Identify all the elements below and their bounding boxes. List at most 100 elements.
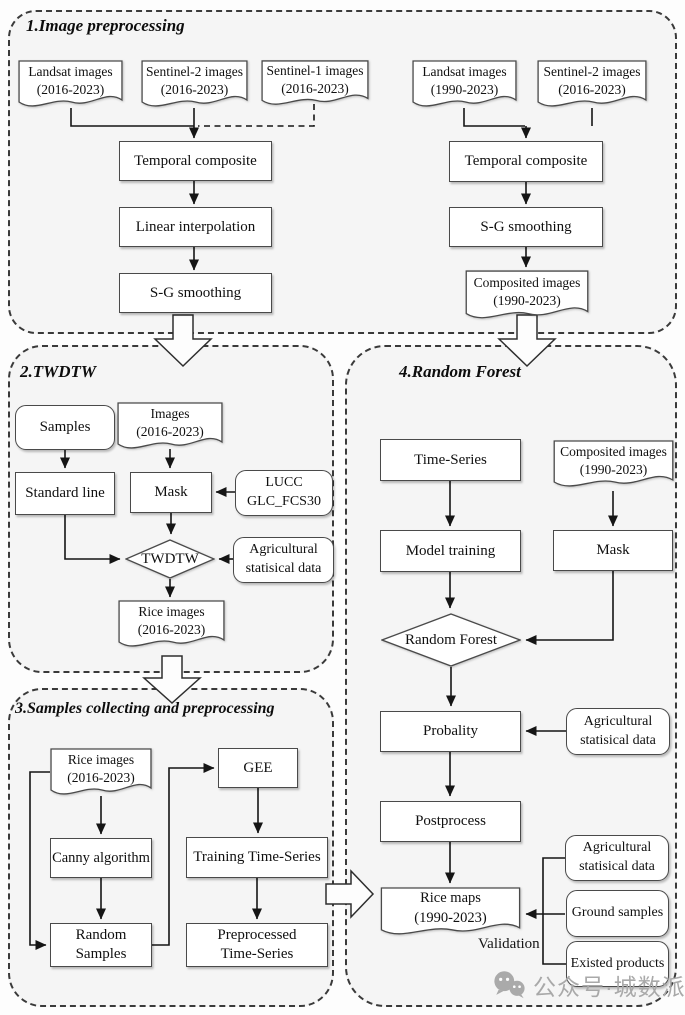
node-label: Sentinel-2 images bbox=[543, 63, 641, 79]
node-label: (2016-2023) bbox=[137, 622, 206, 637]
node-model-training: Model training bbox=[380, 530, 521, 572]
dashed-sentinel1-link bbox=[198, 104, 315, 127]
node-label: statisical data bbox=[245, 561, 322, 576]
document-shape bbox=[553, 440, 674, 492]
node-label: Random bbox=[75, 927, 127, 944]
node-label: Rice images bbox=[67, 751, 135, 767]
node-sentinel2-2016-a: Sentinel-2 images (2016-2023) bbox=[141, 60, 248, 112]
panel-title-1: 1.Image preprocessing bbox=[26, 16, 185, 35]
node-composited-images-top: Composited images (1990-2023) bbox=[465, 270, 589, 324]
node-label: Probality bbox=[423, 723, 478, 740]
node-twdtw-diamond: TWDTW bbox=[125, 539, 215, 579]
node-label: Samples bbox=[39, 419, 91, 436]
node-sentinel2-2016-b: Sentinel-2 images (2016-2023) bbox=[537, 60, 647, 112]
node-sentinel1-2016: Sentinel-1 images (2016-2023) bbox=[261, 60, 369, 110]
node-images-2016: Images(2016-2023) bbox=[117, 402, 223, 454]
node-label: Standard line bbox=[25, 485, 105, 502]
node-label: Existed products bbox=[570, 955, 665, 971]
node-label: Temporal composite bbox=[464, 153, 588, 170]
node-label: Agricultural bbox=[249, 542, 318, 558]
document-shape bbox=[118, 600, 225, 652]
validation-label: Validation bbox=[478, 936, 540, 952]
node-agri-stat-twdtw: Agricultural statisical data bbox=[233, 537, 334, 583]
node-sg-smoothing-right: S-G smoothing bbox=[449, 207, 603, 247]
node-label: Preprocessed bbox=[217, 927, 297, 944]
node-label: Sentinel-2 images bbox=[145, 63, 244, 79]
node-label: (2016-2023) bbox=[136, 424, 204, 439]
node-label: GEE bbox=[243, 759, 273, 776]
node-label: Time-Series bbox=[414, 451, 487, 468]
node-label: Sentinel-1 images bbox=[266, 62, 364, 78]
node-label: GLC_FCS30 bbox=[247, 494, 321, 509]
document-shape bbox=[141, 60, 248, 112]
node-label: Model training bbox=[405, 542, 496, 559]
node-label: Agricultural bbox=[583, 713, 653, 729]
node-label: (2016-2023) bbox=[281, 81, 349, 96]
node-rice-images-twdtw: Rice images(2016-2023) bbox=[118, 600, 225, 652]
document-shape bbox=[261, 60, 369, 110]
watermark-text: 公众号·城数派 bbox=[533, 974, 685, 1000]
node-label: TWDTW bbox=[141, 550, 199, 567]
node-rice-images-samples: Rice images (2016-2023) bbox=[50, 748, 152, 800]
node-label: Mask bbox=[154, 484, 188, 501]
watermark: 公众号·城数派 bbox=[492, 968, 685, 1002]
node-label: Canny algorithm bbox=[52, 849, 150, 866]
node-label: Linear interpolation bbox=[135, 218, 256, 235]
node-label: S-G smoothing bbox=[149, 284, 242, 301]
node-label: statisical data bbox=[579, 859, 655, 874]
node-linear-interpolation: Linear interpolation bbox=[119, 207, 272, 247]
node-label: Random Forest bbox=[404, 631, 498, 648]
node-random-forest-diamond: Random Forest bbox=[381, 613, 521, 667]
node-label: (2016-2023) bbox=[67, 770, 135, 785]
node-training-time-series: Training Time-Series bbox=[186, 837, 328, 878]
node-label: Composited images bbox=[473, 274, 581, 290]
node-probality: Probality bbox=[380, 711, 521, 752]
node-gee: GEE bbox=[218, 748, 298, 788]
node-label: (1990-2023) bbox=[493, 293, 561, 308]
node-standard-line: Standard line bbox=[15, 472, 115, 515]
node-label: Temporal composite bbox=[134, 152, 257, 169]
node-samples: Samples bbox=[15, 405, 115, 450]
panel-title-4: 4.Random Forest bbox=[399, 362, 521, 381]
panel-title-3: 3.Samples collecting and preprocessing bbox=[15, 700, 275, 717]
document-shape bbox=[465, 270, 589, 324]
node-postprocess: Postprocess bbox=[380, 801, 521, 842]
document-shape bbox=[50, 748, 152, 800]
document-shape bbox=[380, 887, 521, 940]
node-label: (2016-2023) bbox=[36, 82, 105, 97]
node-label: statisical data bbox=[580, 732, 656, 748]
node-time-series: Time-Series bbox=[380, 439, 521, 481]
node-label: Landsat images bbox=[422, 63, 507, 79]
node-label: (1990-2023) bbox=[430, 82, 499, 97]
node-label: Composited images bbox=[560, 443, 667, 459]
node-mask-rf: Mask bbox=[553, 530, 673, 571]
node-label: (1990-2023) bbox=[579, 462, 648, 477]
node-landsat-2016: Landsat images (2016-2023) bbox=[18, 60, 123, 112]
document-shape bbox=[412, 60, 517, 112]
flow-arrow-down-middle bbox=[142, 655, 202, 705]
node-label: S-G smoothing bbox=[480, 218, 572, 235]
node-label: LUCC bbox=[265, 475, 303, 491]
section-flow-arrows bbox=[142, 314, 557, 919]
node-label: (2016-2023) bbox=[160, 82, 229, 97]
wechat-icon bbox=[494, 971, 525, 999]
panel-title-2: 2.TWDTW bbox=[20, 362, 97, 381]
flow-arrow-down-left bbox=[153, 314, 213, 368]
document-shape bbox=[18, 60, 123, 112]
node-landsat-1990: Landsat images (1990-2023) bbox=[412, 60, 517, 112]
node-temporal-composite-right: Temporal composite bbox=[449, 141, 603, 182]
node-lucc: LUCC GLC_FCS30 bbox=[235, 470, 333, 516]
node-existed-products: Existed products bbox=[566, 941, 669, 987]
node-label: (2016-2023) bbox=[558, 82, 626, 97]
document-shape bbox=[117, 402, 223, 454]
node-label: Landsat images bbox=[28, 63, 113, 79]
node-canny-algorithm: Canny algorithm bbox=[50, 838, 152, 878]
diamond-shape bbox=[381, 613, 521, 667]
flow-arrow-right bbox=[325, 869, 375, 919]
node-label: Time-Series bbox=[220, 946, 294, 962]
node-label: Mask bbox=[596, 542, 630, 559]
flow-arrow-down-right bbox=[497, 314, 557, 368]
